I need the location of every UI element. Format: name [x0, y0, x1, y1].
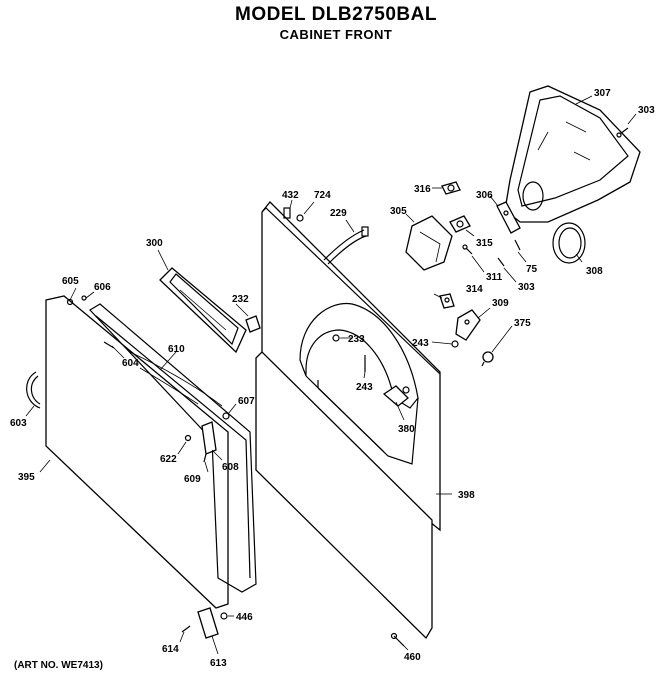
- label-605: 605: [62, 276, 79, 287]
- part-306-bracket: [496, 201, 521, 234]
- label-232: 232: [232, 294, 249, 305]
- part-380-lamp-socket: [382, 385, 410, 407]
- diagram-subtitle: CABINET FRONT: [279, 27, 393, 42]
- part-309-bracket: [455, 309, 481, 341]
- label-607: 607: [238, 396, 255, 407]
- part-307-duct: [504, 85, 641, 223]
- part-308-ring: [552, 222, 586, 264]
- label-307: 307: [594, 88, 611, 99]
- part-603-handle: [26, 371, 41, 409]
- label-314: 314: [466, 284, 483, 295]
- label-622: 622: [160, 454, 177, 465]
- part-432-screw: [283, 207, 291, 219]
- label-610: 610: [168, 344, 185, 355]
- label-233: 233: [348, 334, 365, 345]
- part-303-screw-b: [497, 257, 505, 267]
- part-300-control-panel: [159, 267, 247, 354]
- part-614-screw: [181, 625, 191, 633]
- label-380: 380: [398, 424, 415, 435]
- label-606: 606: [94, 282, 111, 293]
- part-75-screw: [514, 239, 521, 251]
- part-613-hinge: [197, 607, 219, 639]
- label-375: 375: [514, 318, 531, 329]
- part-305-cover: [405, 215, 453, 271]
- label-609: 609: [184, 474, 201, 485]
- label-243-center: 243: [356, 382, 373, 393]
- label-613: 613: [210, 658, 227, 669]
- part-606-clip: [81, 295, 87, 301]
- label-398: 398: [458, 490, 475, 501]
- art-number: (ART NO. WE7413): [14, 660, 103, 671]
- part-609-catch: [203, 453, 207, 463]
- label-603: 603: [10, 418, 27, 429]
- label-243-right: 243: [412, 338, 429, 349]
- part-446-washer: [220, 612, 228, 620]
- label-395: 395: [18, 472, 35, 483]
- part-303-screw: [616, 127, 629, 138]
- part-233-sensor: [332, 334, 340, 342]
- part-375-bulb: [481, 351, 494, 367]
- label-316: 316: [414, 184, 431, 195]
- part-395-door: [45, 295, 229, 609]
- part-316-thermostat: [441, 181, 461, 195]
- label-303-mid: 303: [518, 282, 535, 293]
- leader-lines: [25, 95, 637, 655]
- part-229-harness: [323, 226, 369, 265]
- part-608-strike: [201, 421, 217, 455]
- label-604: 604: [122, 358, 139, 369]
- label-608: 608: [222, 462, 239, 473]
- model-title: MODEL DLB2750BAL: [235, 4, 437, 25]
- part-604-spring: [103, 341, 115, 349]
- part-607-bumper: [222, 412, 230, 420]
- label-460: 460: [404, 652, 421, 663]
- part-398-front-panel: [255, 201, 441, 640]
- part-311-fuse: [462, 244, 473, 255]
- label-305: 305: [390, 206, 407, 217]
- label-229: 229: [330, 208, 347, 219]
- label-303-top: 303: [638, 105, 655, 116]
- label-300: 300: [146, 238, 163, 249]
- label-432: 432: [282, 190, 299, 201]
- label-308: 308: [586, 266, 603, 277]
- label-614: 614: [162, 644, 179, 655]
- label-446: 446: [236, 612, 253, 623]
- label-315: 315: [476, 238, 493, 249]
- label-306: 306: [476, 190, 493, 201]
- label-75: 75: [526, 264, 538, 275]
- part-610-door-liner: [89, 303, 257, 593]
- label-724: 724: [314, 190, 331, 201]
- part-622-screw: [184, 434, 192, 442]
- part-315-thermostat: [449, 215, 471, 233]
- label-309: 309: [492, 298, 509, 309]
- part-232-clip: [245, 315, 261, 333]
- part-243-pin-a: [451, 340, 459, 348]
- part-724-clip: [296, 214, 304, 222]
- part-314-switch: [439, 293, 455, 309]
- label-311: 311: [486, 272, 503, 283]
